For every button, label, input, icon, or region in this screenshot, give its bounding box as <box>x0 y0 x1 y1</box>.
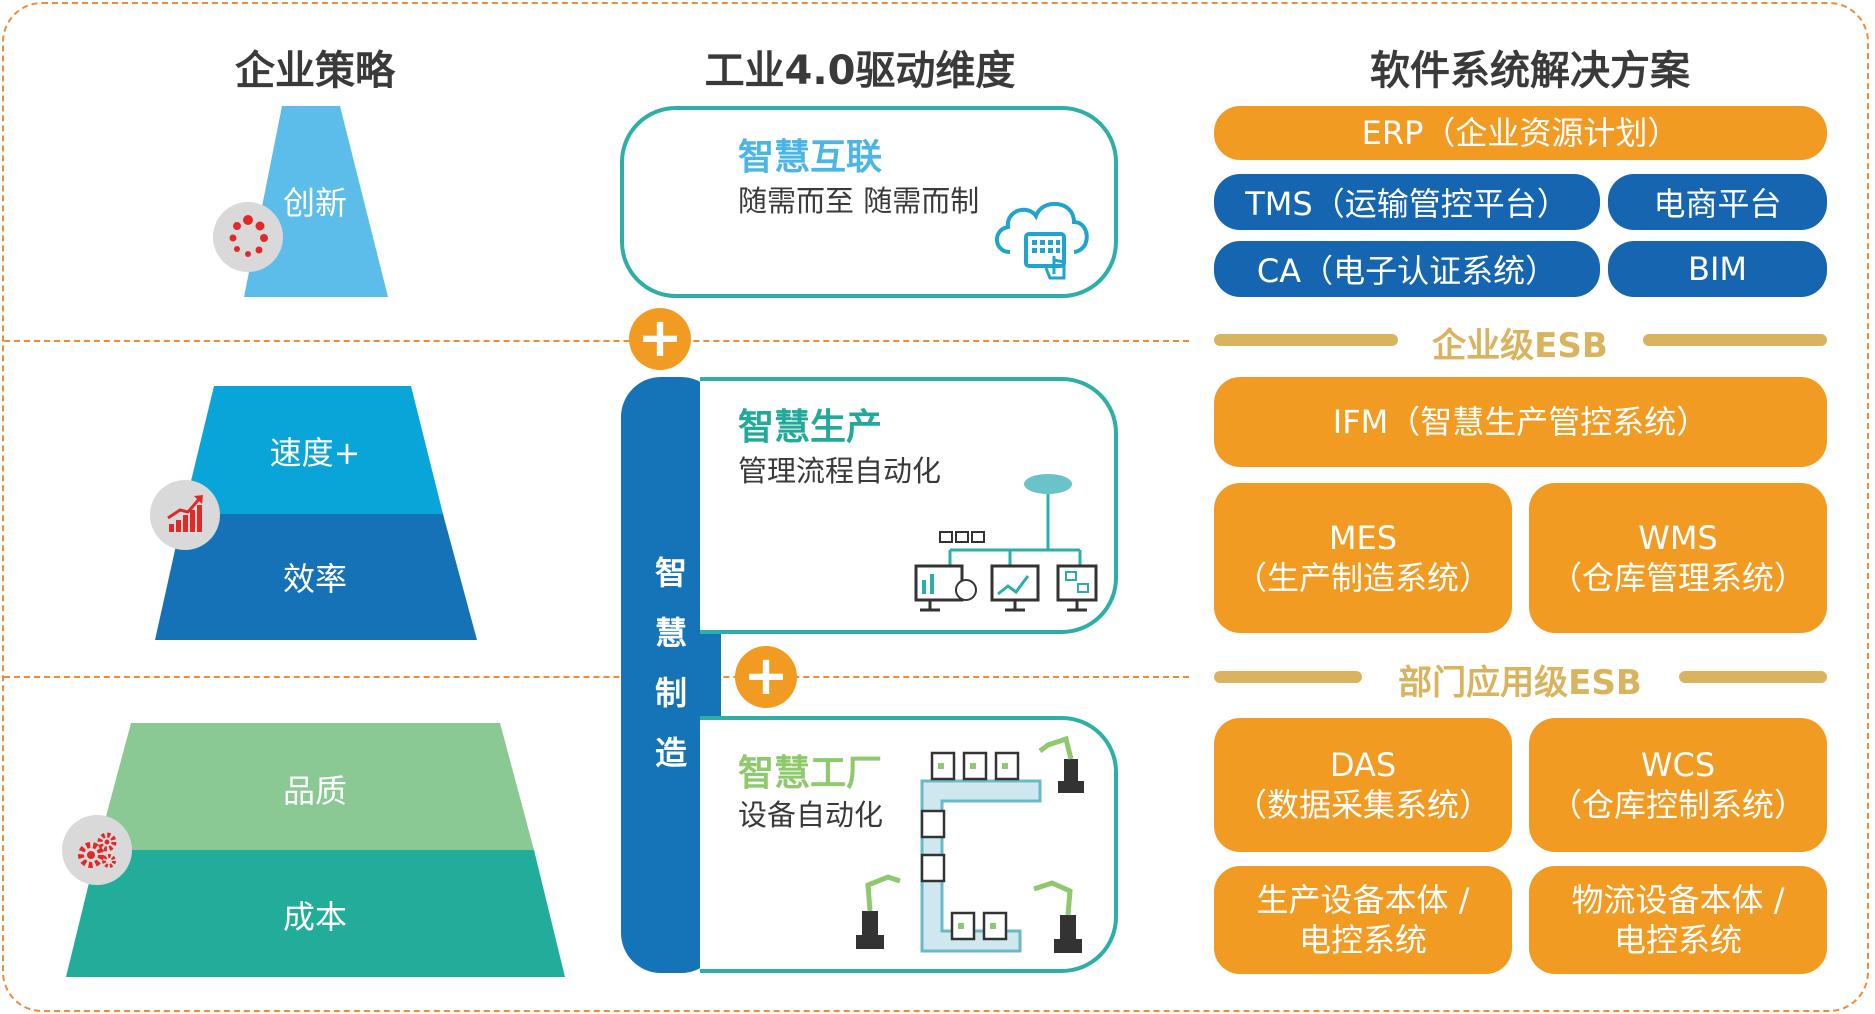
esb-enterprise-bar-right <box>1643 334 1827 346</box>
ecommerce-box: 电商平台 <box>1608 174 1827 230</box>
esb-department-bar-left <box>1214 671 1362 683</box>
smart-factory-title: 智慧工厂 <box>738 753 883 794</box>
bim-label: BIM <box>1688 250 1747 288</box>
row-divider-2 <box>4 676 1189 678</box>
efficiency-shape <box>155 514 477 640</box>
wms-subtitle: （仓库管理系统） <box>1549 559 1806 597</box>
innovation-label: 创新 <box>282 184 347 222</box>
esb-department-bar-right <box>1679 671 1827 683</box>
conveyor-robot-icon <box>856 735 1084 953</box>
production-equipment-box: 生产设备本体 / 电控系统 <box>1214 866 1512 974</box>
tms-label: TMS（运输管控平台） <box>1245 185 1569 223</box>
smart-internet-subtitle: 随需而至 随需而制 <box>738 184 980 218</box>
mes-subtitle: （生产制造系统） <box>1234 559 1491 597</box>
production-equipment-line2: 电控系统 <box>1298 921 1427 959</box>
cloud-touch-icon <box>995 201 1089 280</box>
gears-icon <box>62 815 132 885</box>
smart-internet-title: 智慧互联 <box>738 137 883 178</box>
row-divider-1 <box>4 340 1189 342</box>
growth-chart-icon <box>150 480 220 550</box>
mes-box: MES （生产制造系统） <box>1214 483 1512 633</box>
erp-label: ERP（企业资源计划） <box>1361 114 1680 152</box>
das-box: DAS （数据采集系统） <box>1214 718 1512 852</box>
smart-manufacturing-char-3: 制 <box>654 674 687 712</box>
bim-box: BIM <box>1608 241 1827 297</box>
strategy-column-title: 企业策略 <box>235 48 395 94</box>
smart-manufacturing-char-4: 造 <box>654 734 687 772</box>
wms-title: WMS <box>1638 519 1718 557</box>
plus-badge-1: + <box>629 308 691 370</box>
smart-factory-subtitle: 设备自动化 <box>738 798 884 832</box>
esb-enterprise-label: 企业级ESB <box>1432 326 1608 366</box>
network-devices-icon <box>914 474 1098 612</box>
logistics-equipment-line2: 电控系统 <box>1613 921 1742 959</box>
wcs-title: WCS <box>1640 746 1716 784</box>
efficiency-label: 效率 <box>282 560 347 598</box>
smart-production-subtitle: 管理流程自动化 <box>738 454 942 488</box>
ifm-box: IFM（智慧生产管控系统） <box>1214 377 1827 467</box>
plus-badge-2: + <box>735 646 797 708</box>
esb-enterprise-bar-left <box>1214 334 1398 346</box>
cost-shape <box>66 850 565 977</box>
ifm-label: IFM（智慧生产管控系统） <box>1332 403 1709 441</box>
esb-department-label: 部门应用级ESB <box>1398 663 1642 703</box>
wcs-subtitle: （仓库控制系统） <box>1549 786 1806 824</box>
ca-label: CA（电子认证系统） <box>1256 252 1558 290</box>
erp-box: ERP（企业资源计划） <box>1214 106 1827 160</box>
software-column-title: 软件系统解决方案 <box>1370 48 1690 94</box>
cost-label: 成本 <box>282 898 347 936</box>
ca-box: CA（电子认证系统） <box>1214 241 1600 297</box>
loading-dots-icon <box>213 202 283 272</box>
strategy-pyramid <box>66 106 565 977</box>
wcs-box: WCS （仓库控制系统） <box>1529 718 1827 852</box>
das-subtitle: （数据采集系统） <box>1234 786 1491 824</box>
logistics-equipment-box: 物流设备本体 / 电控系统 <box>1529 866 1827 974</box>
industry40-column-title: 工业4.0驱动维度 <box>704 48 1016 94</box>
mes-title: MES <box>1328 519 1398 557</box>
production-equipment-line1: 生产设备本体 / <box>1256 881 1470 919</box>
smart-production-title: 智慧生产 <box>738 407 883 448</box>
tms-box: TMS（运输管控平台） <box>1214 174 1600 230</box>
speed-label: 速度+ <box>269 434 361 472</box>
wms-box: WMS （仓库管理系统） <box>1529 483 1827 633</box>
das-title: DAS <box>1329 746 1397 784</box>
smart-manufacturing-char-1: 智 <box>654 554 687 592</box>
ecommerce-label: 电商平台 <box>1653 185 1782 223</box>
smart-factory-card <box>700 716 1118 973</box>
quality-shape <box>97 723 534 850</box>
speed-shape <box>183 386 443 514</box>
logistics-equipment-line1: 物流设备本体 / <box>1571 881 1785 919</box>
quality-label: 品质 <box>282 772 347 810</box>
smart-manufacturing-char-2: 慧 <box>654 614 687 652</box>
